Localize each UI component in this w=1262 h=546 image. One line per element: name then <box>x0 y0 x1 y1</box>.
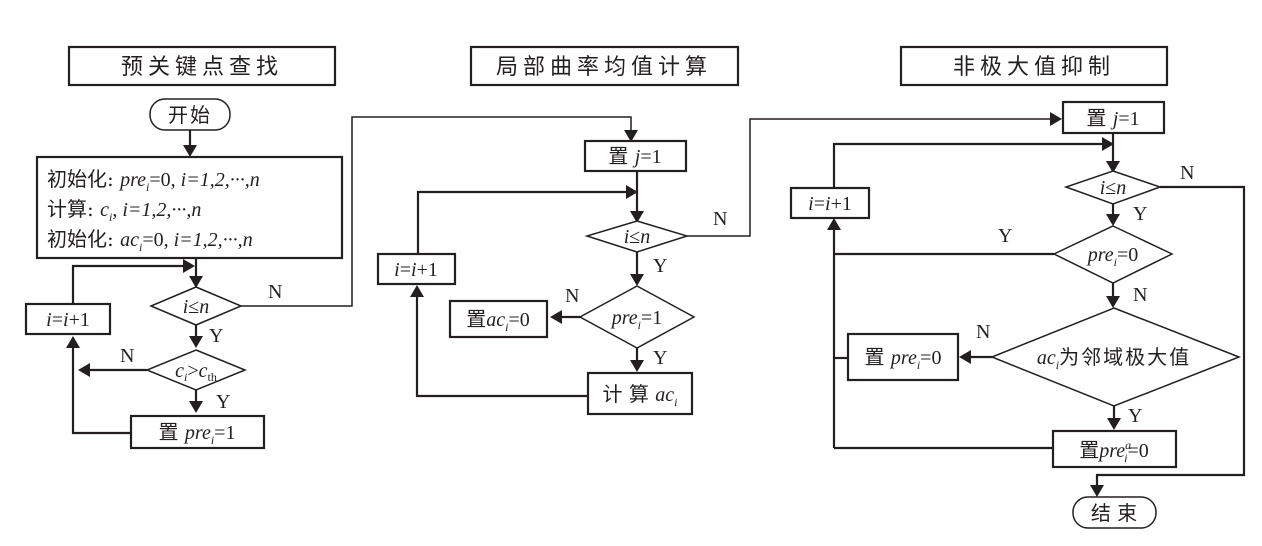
middle-set-ac-box: 置aci=0 <box>448 299 549 339</box>
left-increment-box: i=i+1 <box>24 302 112 336</box>
init-line-3: 初始化: aci=0, i=1,2,···,n <box>47 227 253 254</box>
middle-compute-ac-box: 计 算 aci <box>586 371 694 416</box>
left-cond1-text: i≤n <box>183 296 210 318</box>
arrow-right-icon <box>1050 112 1062 126</box>
right-section-title-text: 非极大值抑制 <box>953 55 1115 80</box>
arrow-down-icon <box>624 130 638 142</box>
start-terminal: 开始 <box>149 98 231 131</box>
label-yes: Y <box>653 347 667 369</box>
middle-set-ac-text: 置aci=0 <box>466 307 530 334</box>
left-increment-text: i=i+1 <box>46 309 90 331</box>
right-set-pre0-text: 置 prei=0 <box>865 345 942 372</box>
arrow-right-icon <box>1102 137 1114 151</box>
loop-line <box>71 346 131 435</box>
arrow-down-icon <box>1106 296 1120 308</box>
middle-cond-i-le-n: i≤n <box>584 220 690 253</box>
arrow-left-icon <box>550 310 562 324</box>
link-to-right-line <box>687 118 1052 237</box>
loop-line <box>416 190 628 254</box>
middle-cond-pre-eq-1: prei=1 <box>578 285 696 349</box>
middle-section-title-text: 局部曲率均值计算 <box>496 55 712 80</box>
right-cond-ac-local-max: aci为邻域极大值 <box>989 307 1242 407</box>
middle-cond2-text: prei=1 <box>610 307 663 332</box>
left-set-pre-box: 置 prei=1 <box>129 414 266 450</box>
label-no: N <box>1133 284 1147 306</box>
right-set-j-box: 置 j=1 <box>1061 100 1166 135</box>
left-set-pre-text: 置 prei=1 <box>159 420 236 447</box>
right-cond2-text: prei=0 <box>1086 244 1139 269</box>
middle-set-j-box: 置 j=1 <box>583 139 688 173</box>
label-yes: Y <box>1128 405 1142 427</box>
arrow-down-icon <box>189 276 203 288</box>
arrow-up-icon <box>66 336 80 348</box>
arrow-down-icon <box>183 145 197 157</box>
right-cond-i-le-n: i≤n <box>1063 170 1163 205</box>
exit-line <box>1095 185 1246 486</box>
end-label: 结 束 <box>1091 501 1137 525</box>
link-to-middle-line <box>241 116 632 307</box>
label-yes: Y <box>1133 203 1147 225</box>
arrow-down-icon <box>1106 214 1120 226</box>
label-yes: Y <box>216 391 230 413</box>
left-section-title-text: 预关键点查找 <box>121 55 283 80</box>
arrow-left-icon <box>78 363 90 377</box>
right-set-j-text: 置 j=1 <box>1086 106 1139 130</box>
label-no: N <box>565 285 579 307</box>
label-yes: Y <box>653 255 667 277</box>
arrow-up-icon <box>410 285 424 297</box>
label-yes: Y <box>998 225 1012 247</box>
init-line-1: 初始化: prei=0, i=1,2,···,n <box>47 167 260 194</box>
start-label: 开始 <box>168 103 212 127</box>
middle-cond1-text: i≤n <box>624 226 651 248</box>
left-cond-i-le-n: i≤n <box>149 286 243 326</box>
right-cond-pre-eq-0: prei=0 <box>1052 225 1174 284</box>
end-terminal: 结 束 <box>1072 496 1157 529</box>
left-cond-c-gt-cth: ci>cth <box>145 349 247 391</box>
init-line-2: 计算: ci, i=1,2,···,n <box>47 197 201 224</box>
label-yes: Y <box>209 325 223 347</box>
label-no: N <box>976 321 990 343</box>
middle-compute-ac-text: 计 算 aci <box>603 382 678 409</box>
arrow-down-icon <box>630 211 644 223</box>
arrow-down-icon <box>630 274 644 286</box>
label-no: N <box>120 345 134 367</box>
middle-increment-box: i=i+1 <box>376 252 457 286</box>
init-box: 初始化: prei=0, i=1,2,···,n 计算: ci, i=1,2,·… <box>35 155 344 260</box>
right-section-title: 非极大值抑制 <box>899 45 1169 87</box>
loop-line <box>415 296 588 398</box>
arrow-down-icon <box>1107 418 1121 430</box>
arrow-down-icon <box>189 336 203 348</box>
right-cond1-text: i≤n <box>1100 177 1127 199</box>
arrow-down-icon <box>1106 161 1120 173</box>
arrow-up-icon <box>827 218 841 230</box>
loop-line <box>832 142 1104 188</box>
right-increment-text: i=i+1 <box>808 193 852 215</box>
arrow-left-icon <box>959 350 971 364</box>
right-cond3-text: aci为邻域极大值 <box>1037 345 1191 372</box>
right-increment-box: i=i+1 <box>789 186 871 220</box>
label-no: N <box>1180 162 1194 184</box>
label-no: N <box>713 208 727 230</box>
label-no: N <box>268 281 282 303</box>
middle-increment-text: i=i+1 <box>394 259 438 281</box>
arrow-right-icon <box>183 259 195 273</box>
loop-line <box>71 264 186 304</box>
left-section-title: 预关键点查找 <box>67 45 337 87</box>
middle-set-j-text: 置 j=1 <box>608 144 661 168</box>
left-cond2-text: ci>cth <box>175 360 217 384</box>
arrow-right-icon <box>626 185 638 199</box>
arrow-down-icon <box>630 360 644 372</box>
arrow-down-icon <box>1090 485 1104 497</box>
arrow-down-icon <box>189 401 203 413</box>
middle-section-title: 局部曲率均值计算 <box>469 45 740 87</box>
right-set-pre0-box: 置 prei=0 <box>846 332 960 382</box>
